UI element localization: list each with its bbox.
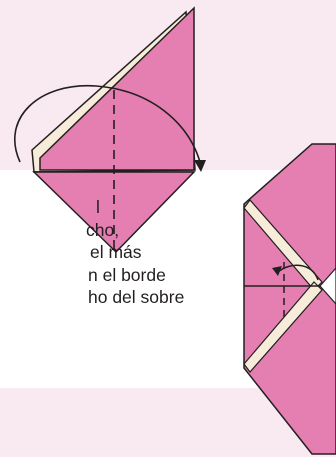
instruction-line: ho del sobre: [88, 287, 185, 307]
small-curved-arrow-icon: [277, 264, 319, 281]
envelope-edge-notch: [319, 267, 336, 305]
curved-arrow-icon: [14, 84, 201, 163]
instruction-line: l: [96, 197, 100, 217]
arrow-head-icon: [194, 160, 206, 172]
lower-diagonal-band: [243, 281, 323, 373]
instruction-text: l cho, el más n el borde ho del sobre: [0, 196, 300, 309]
instruction-line: cho,: [86, 219, 120, 240]
top-fold-diagram: [14, 6, 206, 254]
right-fold-diagram: [243, 143, 336, 455]
small-arrow-head-icon: [272, 266, 282, 276]
instruction-line: el más: [90, 242, 142, 262]
upper-diagonal-band: [243, 199, 323, 291]
instruction-line: n el borde: [88, 264, 166, 285]
